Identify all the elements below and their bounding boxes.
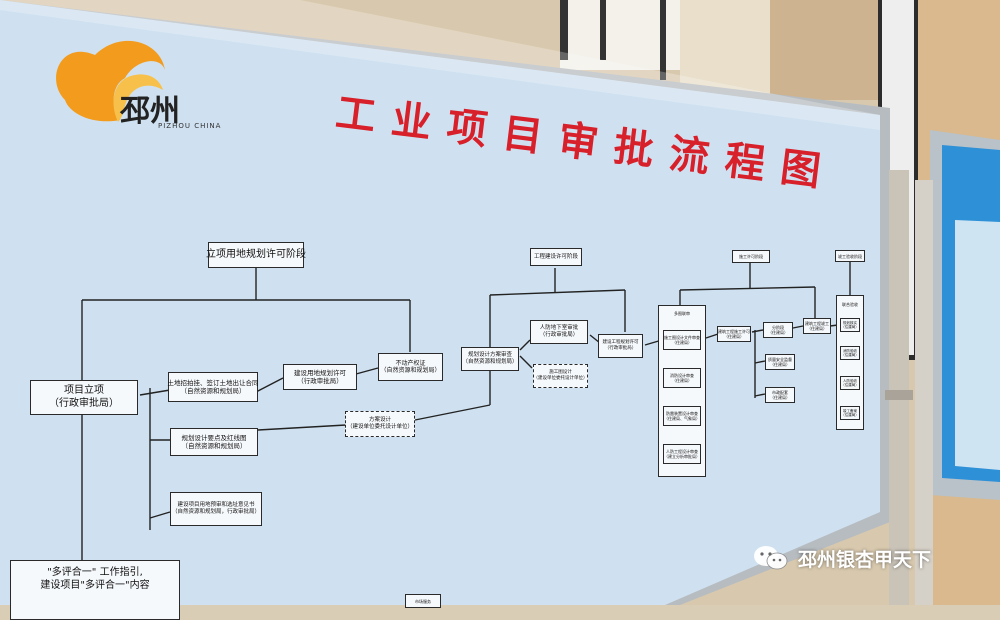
box-design-review: 规划设计方案审查 （自然资源和规划局） — [461, 347, 519, 371]
box-scheme-design: 方案设计 （建设单位委托设计单位） — [345, 411, 415, 437]
stage-land-planning: 立项用地规划许可阶段 — [206, 242, 306, 268]
box-build-permit: 建筑工程施工许可 （住建局） — [717, 326, 751, 342]
box-property-cert: 不动产权证 （自然资源和规划局） — [378, 353, 443, 381]
box-mid-1: 分阶段 （住建局） — [763, 322, 793, 338]
box-civil-air-defense: 人防地下室审批 （行政审批局） — [530, 320, 588, 344]
logo-text: 邳州 — [120, 94, 180, 129]
box-multi-evaluation: "多评合一" 工作指引, 建设项目"多评合一"内容 — [10, 560, 180, 620]
box-multi-review-2: 消防设计审查 （住建局） — [663, 368, 701, 388]
box-final-5: 竣工备案 （住建局） — [840, 406, 860, 420]
box-multi-review-1: 施工图设计文件审查 （住建局） — [663, 330, 701, 350]
box-land-permit: 建设用地规划许可 （行政审批局） — [283, 364, 357, 390]
stage-completion: 竣工验收阶段 — [835, 250, 865, 262]
box-mid-3: 市政配套 （住建局） — [765, 387, 795, 403]
watermark-text: 邳州银杏甲天下 — [798, 548, 932, 571]
logo-subtitle: PIZHOU CHINA — [158, 122, 222, 130]
box-construction-drawing: 施工图设计 （建设单位委托设计单位） — [533, 364, 588, 388]
box-final-4: 人防验收 （住建局） — [840, 376, 860, 390]
box-completion-check: 建筑工程竣工 （住建局） — [803, 318, 831, 334]
wechat-icon — [754, 546, 788, 570]
box-final-3: 消防验收 （住建局） — [840, 346, 860, 360]
box-mid-2: 质量安全监督 （住建局） — [765, 354, 795, 370]
stage-engineering-permit: 工程建设许可阶段 — [530, 248, 582, 266]
box-multi-review-4: 人防工程设计审查 （建立分析审批局） — [663, 444, 701, 464]
box-final-2: 规划核实 （住建局） — [840, 318, 860, 332]
stage-construction-permit: 施工许可阶段 — [732, 250, 770, 263]
box-planning-points: 规划设计要点及红线图 （自然资源和规划局） — [170, 428, 258, 456]
watermark: 邳州银杏甲天下 — [752, 544, 931, 572]
box-engineering-permit: 建设工程规划许可 （行政审批局） — [598, 334, 643, 358]
box-multi-review-3: 防雷装置设计审查 （住建局、气象局） — [663, 406, 701, 426]
box-site-opinion: 建设项目用地预审和选址意见书 （自然资源和规划局，行政审批局） — [170, 492, 262, 526]
box-market-service: 市场服务 — [405, 594, 441, 608]
box-land-auction: 土地招拍挂、签订土地出让合同 （自然资源和规划局） — [168, 372, 259, 402]
box-project-setup: 项目立项 （行政审批局） — [30, 380, 138, 415]
